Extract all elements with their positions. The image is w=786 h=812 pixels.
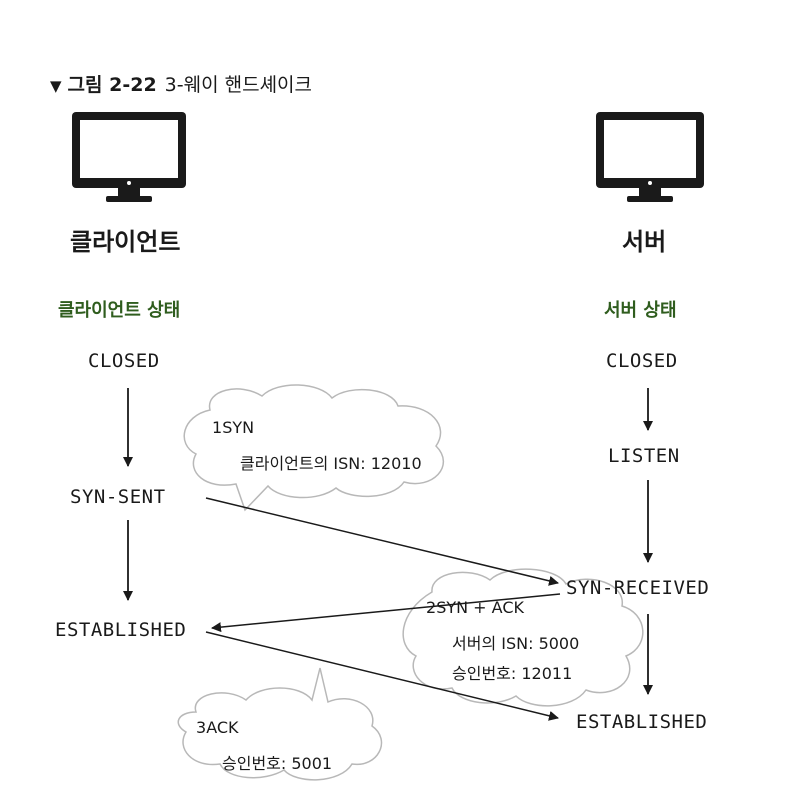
server-label: 서버 xyxy=(622,228,667,256)
message-1-title: 1SYN xyxy=(212,418,254,437)
caption-number: 그림 2-22 xyxy=(67,74,157,96)
caption-title: 3-웨이 핸드셰이크 xyxy=(164,74,313,96)
client-state-syn-sent: SYN-SENT xyxy=(70,486,166,508)
step-1-badge: 1 xyxy=(212,418,223,437)
message-2-title: 2SYN + ACK xyxy=(426,598,524,617)
figure-caption: ▼ 그림 2-22 3-웨이 핸드셰이크 xyxy=(50,70,312,97)
step-2-badge: 2 xyxy=(426,598,437,617)
message-1-detail: 클라이언트의 ISN: 12010 xyxy=(240,454,422,473)
speech-cloud-3 xyxy=(177,667,383,781)
client-label: 클라이언트 xyxy=(70,228,181,256)
server-state-established: ESTABLISHED xyxy=(576,711,708,733)
step-3-badge: 3 xyxy=(196,718,207,737)
caption-marker: ▼ xyxy=(50,77,62,95)
client-state-established: ESTABLISHED xyxy=(55,619,187,641)
message-1-label: SYN xyxy=(222,418,255,437)
client-state-header: 클라이언트 상태 xyxy=(58,300,181,321)
message-2-detail-2: 승인번호: 12011 xyxy=(452,664,573,683)
message-2-detail-1: 서버의 ISN: 5000 xyxy=(452,634,580,653)
client-state-closed: CLOSED xyxy=(88,350,160,372)
speech-cloud-1 xyxy=(183,384,444,512)
message-3-detail: 승인번호: 5001 xyxy=(222,754,333,773)
syn-arrow xyxy=(205,497,559,586)
syn-ack-arrow xyxy=(211,593,561,633)
server-state-listen: LISTEN xyxy=(608,445,680,467)
message-2-label: SYN + ACK xyxy=(436,598,524,617)
server-monitor-icon xyxy=(596,112,704,202)
server-state-closed: CLOSED xyxy=(606,350,678,372)
client-monitor-icon xyxy=(72,112,186,202)
server-state-header: 서버 상태 xyxy=(604,300,677,321)
server-state-syn-received: SYN-RECEIVED xyxy=(566,577,710,599)
message-3-label: ACK xyxy=(206,718,239,737)
ack-arrow xyxy=(205,631,559,721)
message-3-title: 3ACK xyxy=(196,718,239,737)
